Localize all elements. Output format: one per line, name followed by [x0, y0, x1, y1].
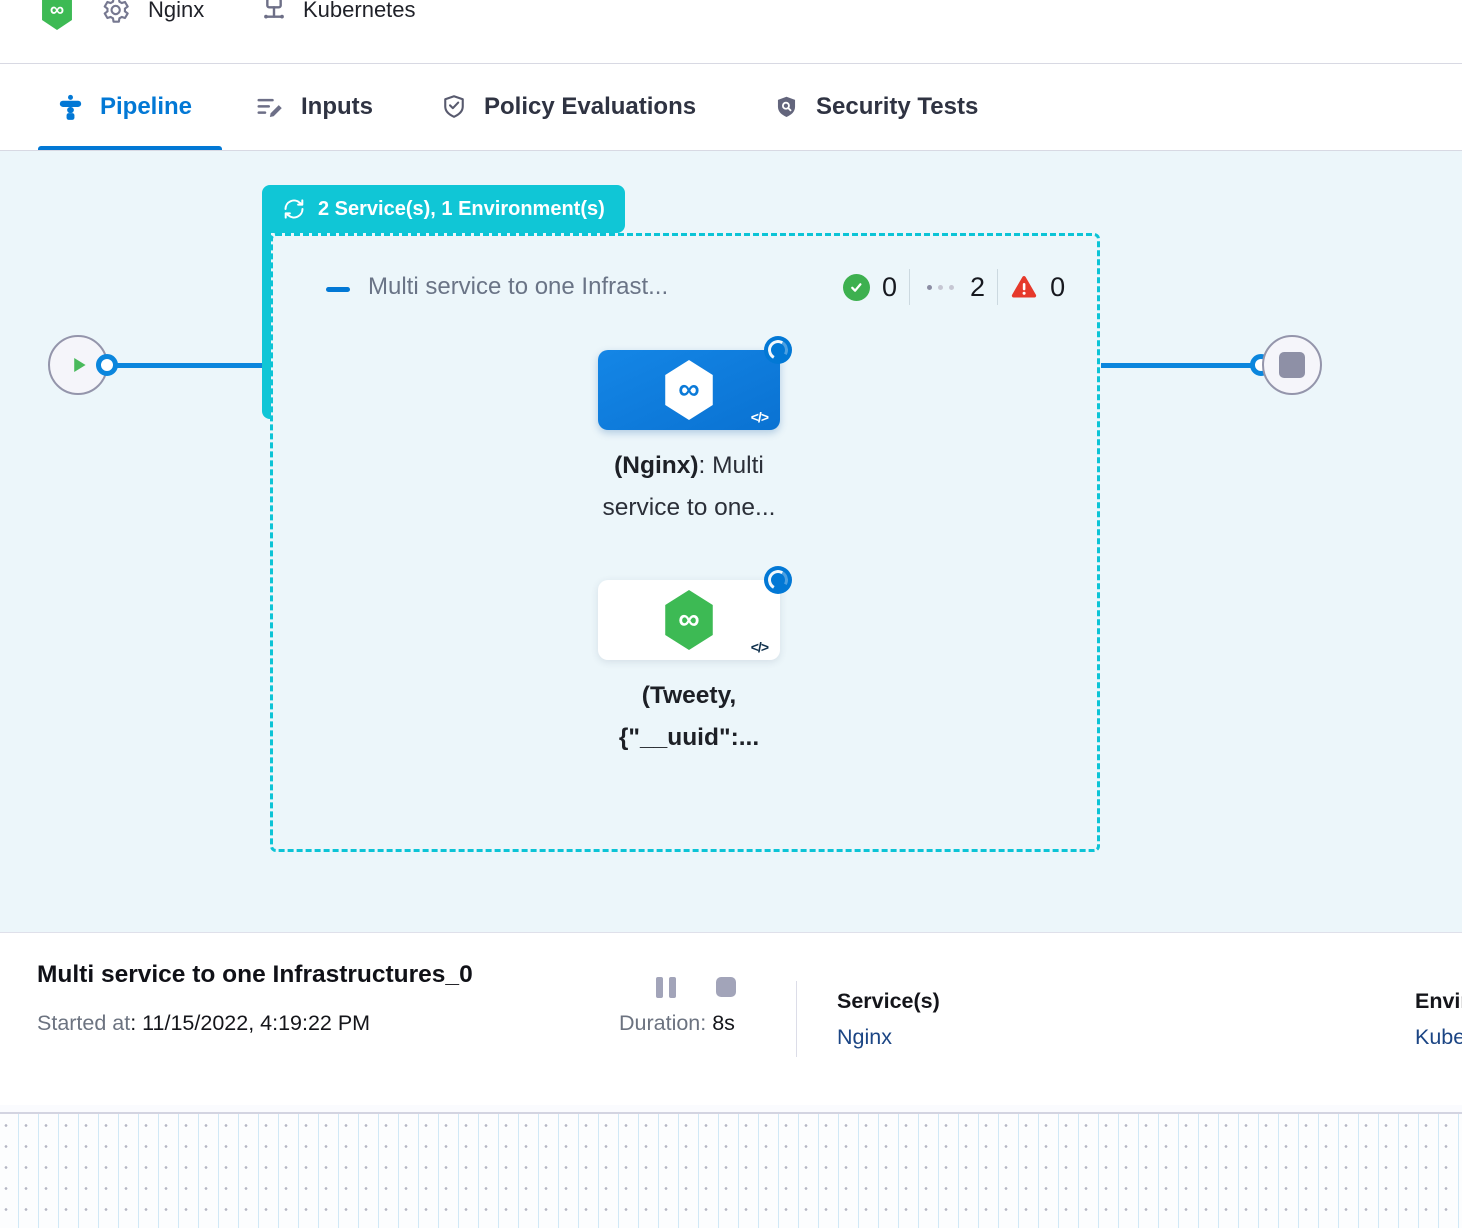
stop-square-icon	[1279, 352, 1305, 378]
code-icon: </>	[750, 409, 769, 425]
pipeline-icon	[59, 94, 82, 120]
tab-security-tests[interactable]: Security Tests	[773, 64, 978, 150]
stage-selected-bar	[262, 211, 271, 419]
grid-top-strip	[0, 1105, 1462, 1112]
services-label: Service(s)	[837, 989, 940, 1013]
environment-icon	[258, 0, 290, 26]
count-divider	[909, 269, 911, 305]
footer-services: Service(s) Nginx	[837, 989, 940, 1050]
stage-group-badge-label: 2 Service(s), 1 Environment(s)	[318, 197, 605, 220]
pause-button[interactable]	[656, 977, 690, 998]
harness-service-icon: ∞	[42, 0, 72, 30]
tab-pipeline-label: Pipeline	[100, 93, 193, 120]
code-icon: </>	[750, 639, 769, 655]
connector-dot-start	[96, 354, 118, 376]
stage-title: Multi service to one Infrast...	[368, 273, 669, 300]
gear-icon	[99, 0, 131, 26]
header-environment-name[interactable]: Kubernetes	[303, 0, 416, 22]
running-count: 2	[970, 271, 986, 302]
started-at: Started at: 11/15/2022, 4:19:22 PM	[37, 1011, 370, 1036]
execution-info-bar: Multi service to one Infrastructures_0 S…	[0, 932, 1462, 1105]
duration: Duration: 8s	[619, 1011, 735, 1036]
execution-title: Multi service to one Infrastructures_0	[37, 961, 473, 988]
connector-line-end	[1101, 363, 1253, 368]
duration-label: Duration:	[619, 1011, 713, 1035]
tab-inputs[interactable]: Inputs	[255, 64, 373, 150]
environments-label: Environment(s)	[1415, 989, 1462, 1013]
play-icon	[74, 357, 86, 373]
started-at-value: : 11/15/2022, 4:19:22 PM	[130, 1011, 371, 1035]
console-grid-area[interactable]	[0, 1114, 1462, 1228]
execution-tabs: Pipeline Inputs Policy Evaluations Secur…	[0, 64, 1462, 151]
connector-line-start	[110, 363, 262, 368]
pipeline-start-node[interactable]	[48, 335, 108, 395]
running-dots-icon	[922, 284, 958, 290]
collapse-stage-icon[interactable]	[326, 287, 350, 292]
stage-group-badge[interactable]: 2 Service(s), 1 Environment(s)	[262, 185, 625, 233]
service-node-nginx[interactable]: ∞ </>	[598, 336, 792, 430]
service-node-tweety[interactable]: ∞ </>	[598, 566, 792, 660]
shield-scan-icon	[777, 96, 796, 117]
tab-policy-evaluations-label: Policy Evaluations	[484, 93, 697, 120]
running-spinner-icon	[764, 336, 792, 364]
service-node-nginx-label: (Nginx): Multi service to one...	[602, 452, 776, 521]
loop-icon	[284, 199, 304, 219]
success-check-icon	[843, 273, 870, 301]
active-tab-underline	[38, 146, 222, 150]
pipeline-end-node[interactable]	[1262, 335, 1322, 395]
service-node-tweety-label: (Tweety, {"__uuid":...	[618, 682, 760, 751]
services-value-link[interactable]: Nginx	[837, 1025, 892, 1049]
shield-check-icon	[444, 95, 464, 118]
tab-policy-evaluations[interactable]: Policy Evaluations	[440, 64, 696, 150]
stop-button[interactable]	[716, 977, 736, 997]
header-service-name[interactable]: Nginx	[148, 0, 205, 22]
tab-security-tests-label: Security Tests	[816, 93, 979, 120]
environments-value-link[interactable]: Kubernetes	[1415, 1025, 1462, 1049]
execution-header: ∞ Nginx Kubernetes	[0, 0, 1462, 64]
started-at-label: Started at	[37, 1011, 131, 1035]
tab-pipeline[interactable]: Pipeline	[57, 64, 192, 150]
stage-group-box[interactable]	[270, 233, 1100, 852]
count-divider	[997, 269, 999, 305]
failed-count: 0	[1050, 271, 1066, 302]
footer-environments: Environment(s) Kubernetes	[1415, 989, 1462, 1050]
success-count: 0	[882, 271, 898, 302]
tab-inputs-label: Inputs	[301, 93, 373, 120]
running-spinner-icon	[764, 566, 792, 594]
pipeline-canvas[interactable]: 2 Service(s), 1 Environment(s) Multi ser…	[0, 151, 1462, 932]
stage-status-counts: 0 2 0	[843, 269, 1065, 305]
footer-divider	[796, 981, 797, 1057]
grid-divider	[0, 1112, 1462, 1114]
duration-value: 8s	[712, 1011, 735, 1035]
inputs-icon	[257, 98, 282, 117]
warning-triangle-icon	[1010, 273, 1038, 301]
